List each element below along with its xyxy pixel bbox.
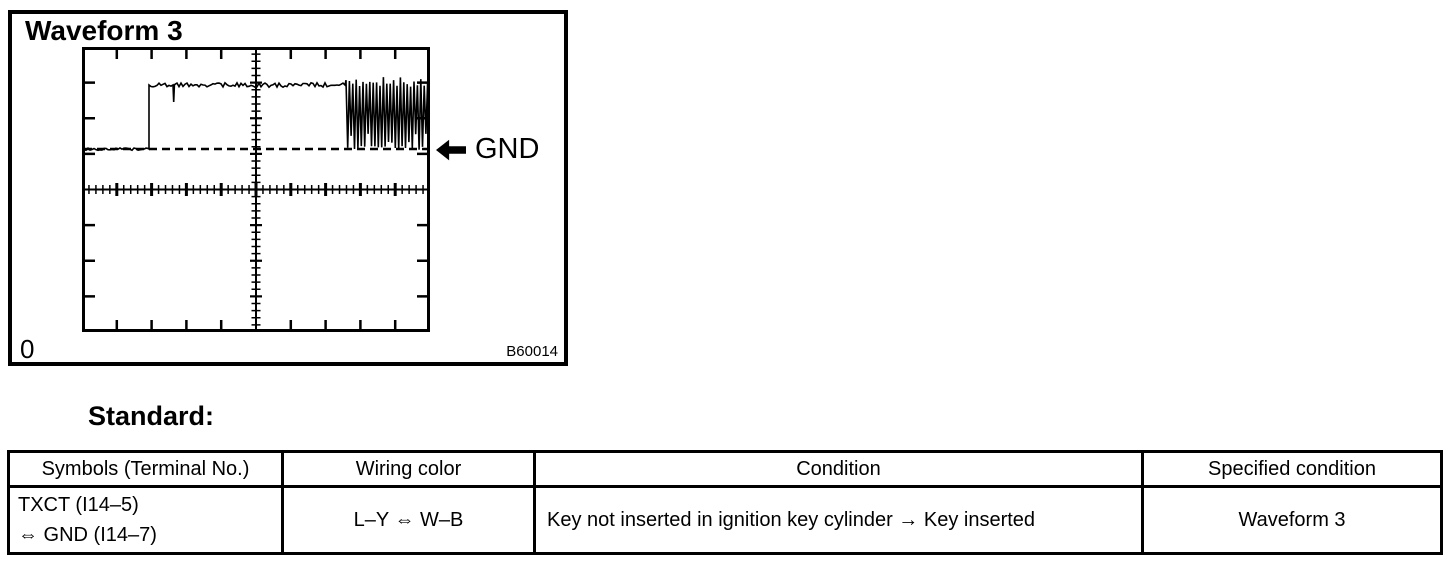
waveform-title: Waveform 3	[25, 15, 183, 46]
cell-specified-condition: Waveform 3	[1141, 485, 1443, 555]
gnd-label: GND	[475, 133, 540, 165]
column-header-wiring-color: Wiring color	[281, 450, 536, 488]
oscilloscope-grid	[82, 47, 430, 332]
left-arrow-icon	[436, 139, 466, 160]
standard-table: Symbols (Terminal No.) Wiring color Cond…	[7, 450, 1443, 555]
standard-heading: Standard:	[88, 401, 215, 431]
table-header-row: Symbols (Terminal No.) Wiring color Cond…	[7, 450, 1443, 488]
column-header-condition: Condition	[533, 450, 1144, 488]
figure-code: B60014	[506, 343, 558, 360]
cell-symbols: TXCT (I14–5) ⇔ GND (I14–7)	[7, 485, 284, 555]
origin-label: 0	[20, 334, 35, 364]
column-header-specified-condition: Specified condition	[1141, 450, 1443, 488]
waveform-figure: Waveform 3 GND 0 B60014	[8, 10, 568, 366]
column-header-symbols: Symbols (Terminal No.)	[7, 450, 284, 488]
cell-condition: Key not inserted in ignition key cylinde…	[533, 485, 1144, 555]
cell-wiring-color: L–Y ⇔ W–B	[281, 485, 536, 555]
gnd-callout: GND	[436, 135, 539, 164]
table-row: TXCT (I14–5) ⇔ GND (I14–7) L–Y ⇔ W–B Key…	[7, 485, 1443, 555]
